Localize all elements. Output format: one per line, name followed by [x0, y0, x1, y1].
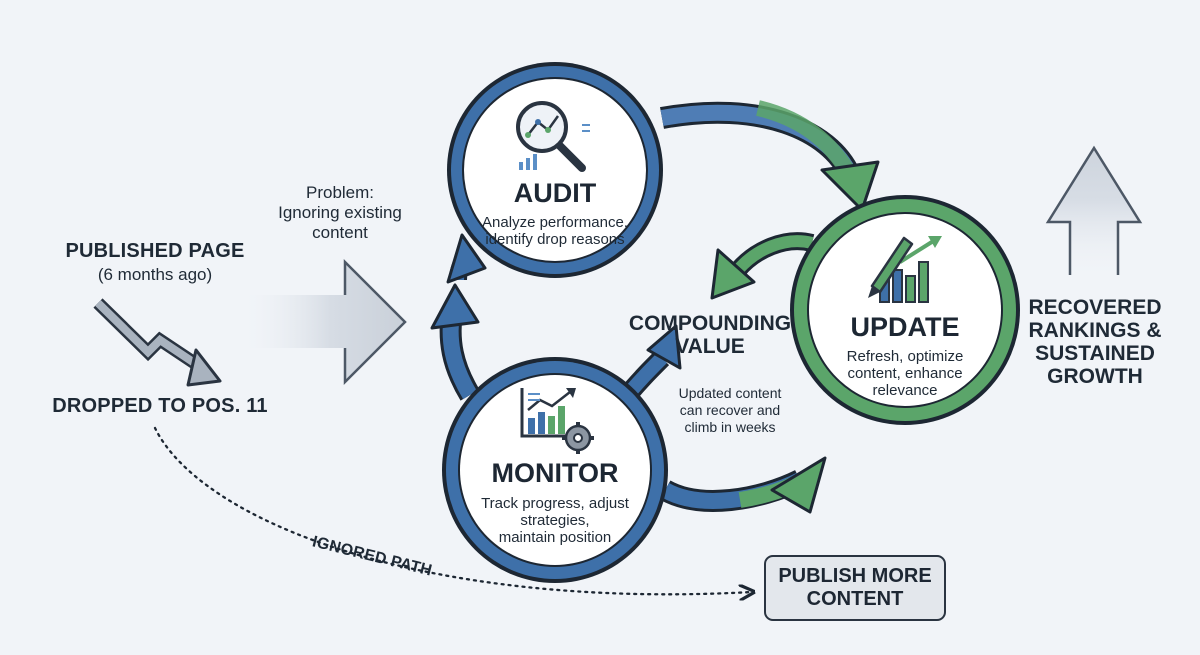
- compounding-line-2: VALUE: [675, 335, 745, 358]
- recovered-growth-label: RECOVERED RANKINGS & SUSTAINED GROWTH: [1010, 296, 1180, 388]
- monitor-description: Track progress, adjust strategies, maint…: [460, 495, 650, 546]
- audit-circle: [447, 62, 663, 278]
- published-page-age: (6 months ago): [97, 265, 213, 284]
- audit-description: Analyze performance, identify drop reaso…: [460, 214, 650, 248]
- audit-to-update-arrow: [660, 100, 880, 212]
- update-circle: [790, 195, 1020, 425]
- update-title: UPDATE: [850, 312, 960, 342]
- monitor-to-audit-arrow: [430, 283, 480, 401]
- update-desc-line-1: Refresh, optimize: [846, 348, 964, 365]
- update-to-monitor-arrow: [659, 456, 827, 514]
- magnifier-chart-icon: [516, 101, 590, 172]
- problem-line-1: Problem:: [305, 183, 375, 202]
- recovered-line-3: SUSTAINED: [1035, 342, 1155, 365]
- update-desc-line-3: relevance: [872, 382, 938, 399]
- published-page-label: PUBLISHED PAGE: [65, 240, 245, 262]
- problem-text: Problem: Ignoring existing content: [260, 183, 420, 243]
- monitor-desc-line-1: Track progress, adjust: [481, 495, 629, 512]
- dropped-position-label: DROPPED TO POS. 11: [52, 395, 268, 417]
- recovered-line-1: RECOVERED: [1028, 296, 1162, 319]
- compounding-note-line-3: climb in weeks: [684, 419, 776, 435]
- pencil-chart-icon: [868, 236, 942, 303]
- audit-title: AUDIT: [513, 178, 597, 208]
- monitor-title: MONITOR: [491, 458, 619, 488]
- compounding-line-1: COMPOUNDING: [628, 312, 792, 335]
- compounding-note-line-1: Updated content: [678, 385, 782, 401]
- audit-desc-line-1: Analyze performance,: [482, 214, 628, 231]
- publish-more-line-2: CONTENT: [806, 588, 904, 610]
- compounding-note-line-2: can recover and: [679, 402, 781, 418]
- audit-feedback-arrow: [446, 233, 487, 284]
- ignored-path-line: [153, 426, 752, 594]
- update-desc-line-2: content, enhance: [847, 365, 963, 382]
- monitor-desc-line-3: maintain position: [498, 529, 612, 546]
- problem-arrow-icon: [240, 258, 407, 386]
- chart-gear-icon: [520, 388, 594, 454]
- compounding-value-label: COMPOUNDING VALUE: [625, 312, 795, 358]
- up-arrow-icon: [1045, 145, 1143, 280]
- declining-arrow-icon: [93, 298, 222, 387]
- compounding-note: Updated content can recover and climb in…: [655, 385, 805, 436]
- problem-line-2: Ignoring existing: [278, 203, 402, 222]
- audit-desc-line-2: identify drop reasons: [485, 231, 625, 248]
- publish-more-line-1: PUBLISH MORE: [778, 565, 932, 587]
- monitor-desc-line-2: strategies,: [520, 512, 590, 529]
- recovered-line-4: GROWTH: [1047, 365, 1143, 388]
- recovered-line-2: RANKINGS &: [1028, 319, 1162, 342]
- update-to-compounding-arrow: [710, 232, 815, 300]
- publish-more-content-box: PUBLISH MORE CONTENT: [764, 555, 946, 621]
- update-description: Refresh, optimize content, enhance relev…: [815, 348, 995, 399]
- monitor-circle: [442, 357, 668, 583]
- problem-line-3: content: [312, 223, 368, 242]
